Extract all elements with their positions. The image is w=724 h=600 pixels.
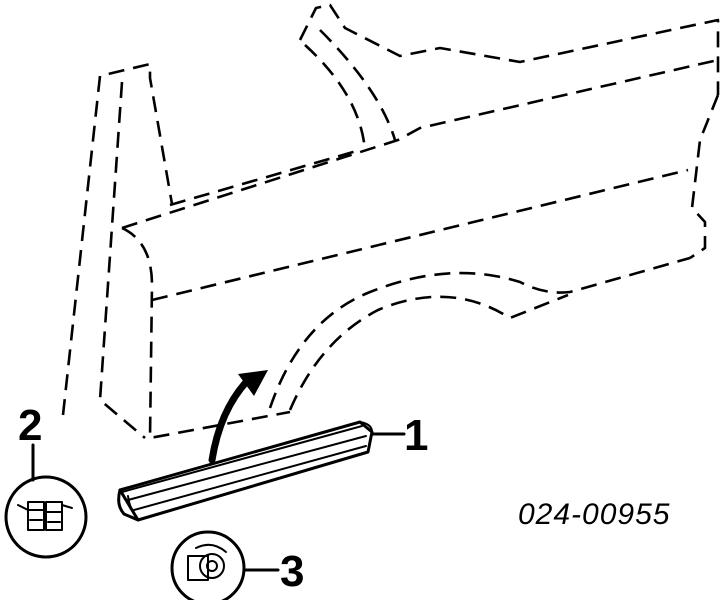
rear-window-frame: [319, 29, 397, 141]
body-crease: [151, 168, 689, 302]
b-pillar-outline: [61, 62, 174, 416]
rear-window-frame-inner: [304, 44, 367, 151]
arrow-head-icon: [238, 370, 268, 396]
sill-moulding: [117, 420, 374, 522]
callout-3-label: 3: [280, 547, 304, 596]
door-front-edge: [121, 226, 291, 440]
rear-pillar-outline: [298, 3, 720, 95]
quarter-rear-edge: [689, 94, 720, 260]
belt-line: [121, 58, 719, 230]
reference-code: 024-00955: [518, 498, 670, 531]
car-body-outline: [61, 3, 720, 440]
fastener-clip-icon: [17, 501, 73, 531]
b-pillar-inner-edge: [98, 81, 146, 439]
belt-line-lower: [169, 148, 361, 207]
callout-2-label: 2: [18, 401, 42, 450]
fastener-detail-circle: [170, 530, 246, 600]
wheel-arch-lip: [288, 293, 569, 411]
wheel-arch: [268, 256, 691, 409]
callout-1-label: 1: [404, 411, 428, 460]
clip-detail-circle: [4, 475, 88, 559]
push-fastener-icon: [187, 543, 227, 581]
install-arrow: [208, 370, 268, 464]
